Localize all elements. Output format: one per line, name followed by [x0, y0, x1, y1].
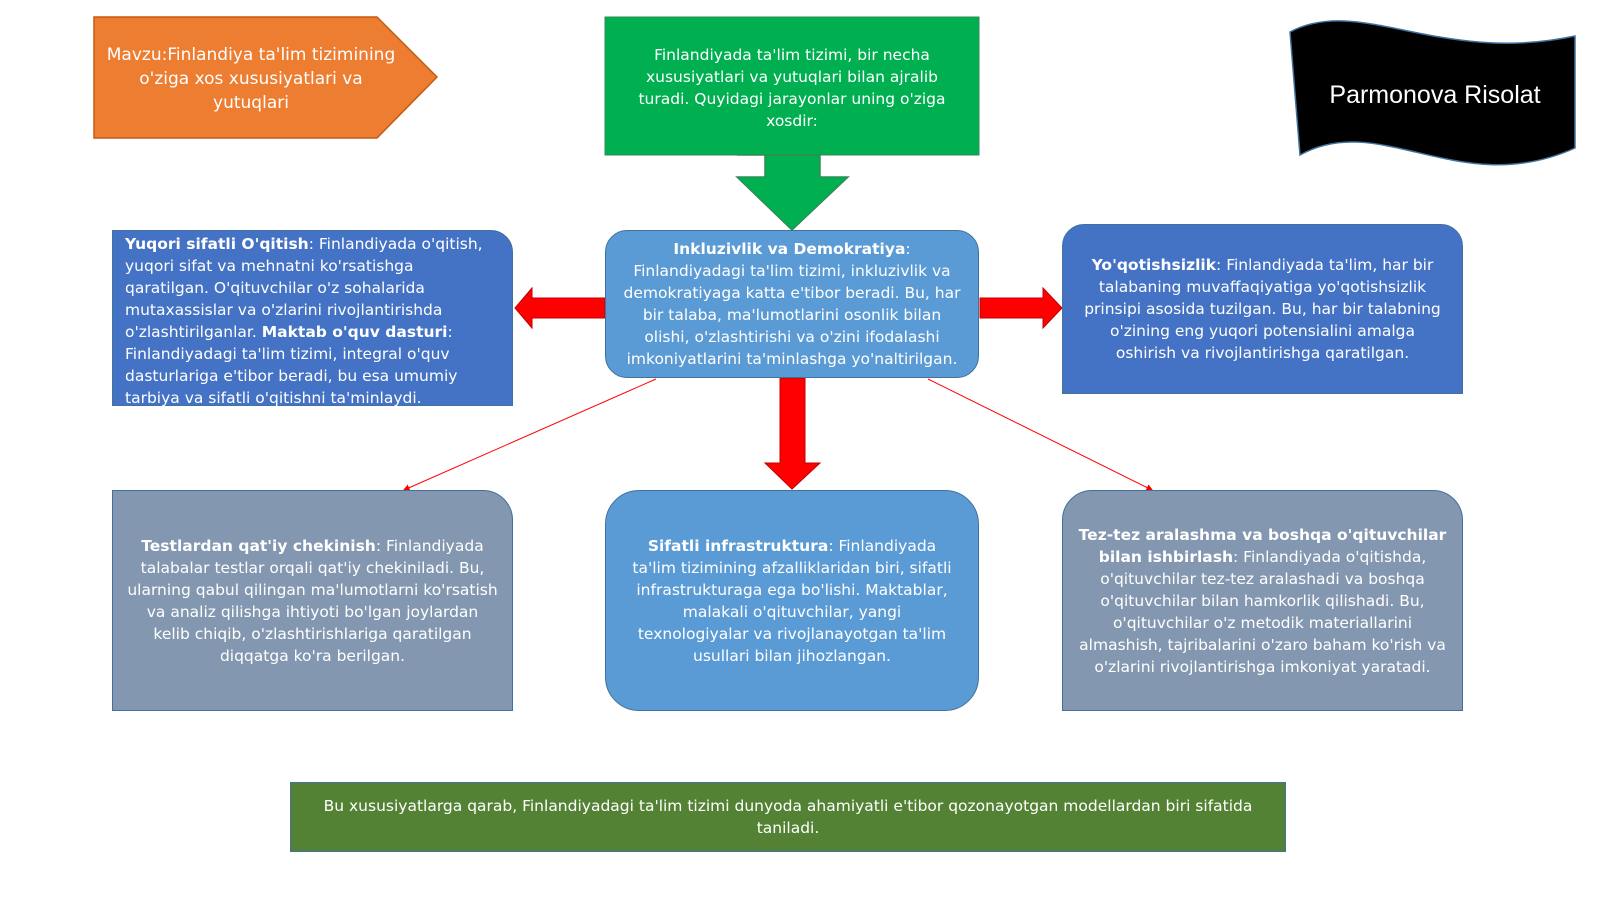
connector-arrow-bottom-right: [927, 378, 1154, 491]
bottom-right-body: : Finlandiyada o'qitishda, o'qituvchilar…: [1079, 547, 1446, 676]
left-red-arrow: [514, 286, 606, 330]
bottom-right-title: Tez-tez aralashma va boshqa o'qituvchila…: [1078, 525, 1447, 566]
left-body-curriculum: : Finlandiyadagi ta'lim tizimi, integral…: [125, 323, 458, 407]
topic-label: Mavzu:Finlandiya ta'lim tizimining o'zig…: [100, 40, 402, 118]
right-body: : Finlandiyada ta'lim, har bir talabanin…: [1084, 256, 1441, 362]
center-body: : Finlandiyadagi ta'lim tizimi, inkluziv…: [623, 240, 961, 368]
bottom-center-body: : Finlandiyada ta'lim tizimining afzalli…: [632, 536, 952, 665]
down-red-arrow: [763, 377, 822, 490]
center-title: Inkluzivlik va Demokratiya: [673, 240, 906, 258]
bottom-left-box-testlar: Testlardan qat'iy chekinish: Finlandiyad…: [112, 490, 513, 711]
conclusion-box: Bu xususiyatlarga qarab, Finlandiyadagi …: [290, 782, 1286, 852]
bottom-left-title: Testlardan qat'iy chekinish: [141, 536, 376, 555]
intro-text: Finlandiyada ta'lim tizimi, bir necha xu…: [638, 46, 946, 130]
right-box-yoqotishsizlik: Yo'qotishsizlik: Finlandiyada ta'lim, ha…: [1062, 224, 1463, 394]
left-box-oqitish: Yuqori sifatli O'qitish: Finlandiyada o'…: [112, 230, 513, 407]
left-title-curriculum: Maktab o'quv dasturi: [261, 323, 448, 341]
center-box-inkluzivlik: Inkluzivlik va Demokratiya: Finlandiyada…: [605, 230, 979, 378]
author-name: Parmonova Risolat: [1300, 70, 1570, 120]
intro-box-shape: [604, 16, 980, 156]
left-title-quality-teaching: Yuqori sifatli O'qitish: [125, 235, 309, 253]
author-banner-shape: [1289, 20, 1576, 166]
right-title: Yo'qotishsizlik: [1091, 256, 1217, 274]
topic-text: Mavzu:Finlandiya ta'lim tizimining o'zig…: [106, 45, 396, 113]
author-name-text: Parmonova Risolat: [1329, 81, 1541, 109]
bottom-right-box-ishbirlash: Tez-tez aralashma va boshqa o'qituvchila…: [1062, 490, 1463, 711]
bottom-left-body: : Finlandiyada talabalar testlar orqali …: [127, 536, 498, 665]
intro-down-arrow: [735, 154, 850, 232]
left-body-quality-teaching: : Finlandiyada o'qitish, yuqori sifat va…: [125, 235, 483, 341]
topic-pentagon-shape: [93, 16, 439, 139]
bottom-center-box-infrastruktura: Sifatli infrastruktura: Finlandiyada ta'…: [605, 490, 979, 711]
intro-label: Finlandiyada ta'lim tizimi, bir necha xu…: [620, 40, 964, 136]
right-red-arrow: [979, 286, 1063, 330]
conclusion-text: Bu xususiyatlarga qarab, Finlandiyadagi …: [323, 797, 1253, 837]
bottom-center-title: Sifatli infrastruktura: [647, 536, 829, 555]
connector-arrow-bottom-left: [402, 378, 657, 491]
